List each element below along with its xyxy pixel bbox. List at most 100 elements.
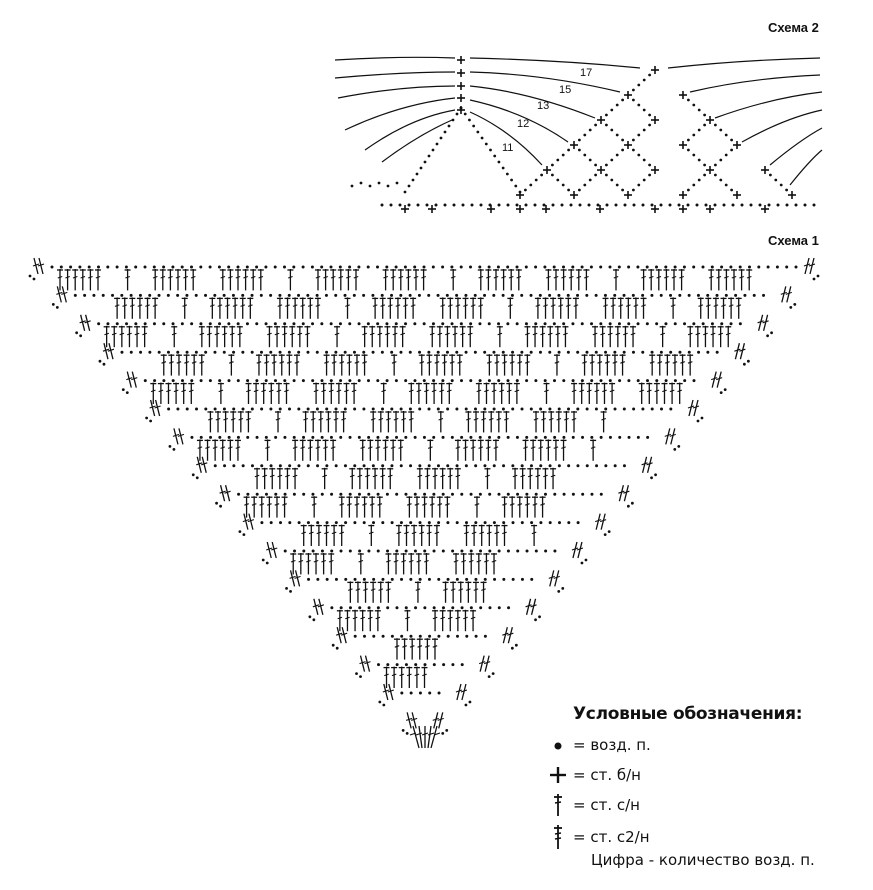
chain-dot [469, 435, 473, 439]
chain-dot [558, 521, 562, 525]
single-crochet-mark [651, 66, 659, 74]
chain-dot [556, 158, 560, 162]
right-edge-stitches [548, 570, 565, 593]
chain-dot [292, 322, 296, 326]
chain-dot [562, 379, 566, 383]
chain-dot [172, 448, 176, 451]
chain-dot [724, 153, 728, 157]
double-crochet-mark [738, 269, 745, 291]
chain-dot [353, 634, 357, 638]
chain-arc [714, 91, 823, 119]
chain-dot [497, 379, 501, 383]
double-crochet-mark [470, 297, 477, 319]
chain-dot [306, 350, 310, 354]
chain-dot [567, 407, 571, 411]
double-crochet-mark [420, 269, 427, 291]
chain-dot [553, 492, 557, 496]
chain-dot [516, 549, 520, 553]
chain-dot [692, 265, 696, 269]
chain-dot [143, 379, 147, 383]
chain-dot [483, 464, 487, 468]
double-crochet-mark [429, 496, 436, 518]
chain-dot [548, 293, 552, 297]
chain-dot [660, 407, 664, 411]
chain-dot [222, 293, 226, 297]
chain-dot [542, 203, 546, 207]
double-crochet-mark [314, 439, 321, 461]
chain-dot [472, 124, 476, 128]
chain-dot [344, 577, 348, 581]
chain-dot [138, 293, 142, 297]
chain-dot [673, 379, 677, 383]
double-crochet-mark [746, 269, 753, 291]
chain-dot [432, 379, 436, 383]
chain-dot [758, 203, 762, 207]
chain-dot [415, 172, 419, 176]
chain-dot [446, 464, 450, 468]
double-crochet-mark [271, 354, 278, 376]
chain-dot [283, 265, 286, 269]
single-crochet-mark [457, 69, 465, 77]
chain-dot [320, 492, 324, 496]
chain-dot [594, 350, 598, 354]
chain-dot [697, 178, 701, 182]
chain-dot [353, 464, 357, 468]
chain-dot [98, 359, 102, 363]
chain-dot [413, 435, 417, 439]
chain-dot [551, 163, 554, 167]
double-crochet-mark [427, 439, 434, 461]
legend-item-label: = возд. п. [573, 736, 651, 754]
double-crochet-mark [442, 581, 449, 603]
double-crochet-mark [663, 269, 670, 291]
double-crochet-mark [426, 354, 433, 376]
chain-dot [465, 634, 469, 638]
chain-dot [478, 322, 482, 326]
chain-dot [191, 473, 195, 477]
chain-dot [614, 203, 618, 207]
chain-dot [283, 379, 287, 383]
double-crochet-mark [150, 382, 157, 404]
double-crochet-mark [370, 411, 377, 433]
chain-dot [510, 646, 514, 650]
chain-dot [330, 606, 334, 610]
chain-dot [376, 549, 380, 553]
chain-dot [501, 293, 505, 297]
double-crochet-mark [385, 553, 392, 575]
chain-dot [627, 379, 631, 383]
double-crochet-mark [553, 269, 559, 291]
double-crochet-mark [283, 382, 290, 404]
double-crochet-mark [369, 325, 376, 348]
double-crochet-mark [284, 467, 291, 490]
chain-dot [553, 435, 557, 439]
chain-dot [348, 435, 352, 439]
double-crochet-mark [477, 297, 484, 319]
chain-dot [357, 379, 361, 383]
chain-dot [255, 265, 259, 269]
chain-dot [659, 350, 663, 354]
chain-dot [623, 203, 627, 207]
chain-dot [501, 350, 505, 354]
double-crochet-mark [460, 553, 467, 575]
chain-dot [673, 322, 677, 326]
chain-dot [274, 435, 278, 439]
chain-dot [734, 293, 738, 297]
right-edge-stitches [780, 286, 797, 309]
chain-dot [446, 521, 450, 525]
chain-dot [432, 492, 436, 496]
chain-dot [622, 464, 626, 468]
double-crochet-mark [292, 297, 299, 319]
double-crochet-mark [454, 439, 461, 461]
chain-dot [683, 322, 687, 326]
double-crochet-mark [395, 524, 402, 546]
double-crochet-mark [426, 524, 433, 546]
double-crochet-mark [234, 439, 241, 461]
double-crochet-mark [180, 382, 187, 404]
chain-dot [470, 203, 474, 207]
chain-dot [436, 464, 440, 468]
chain-dot [567, 464, 571, 468]
double-crochet-mark [560, 439, 567, 461]
chain-dot [399, 407, 403, 411]
chain-dot [468, 700, 472, 704]
chain-dot [376, 435, 380, 439]
chain-dot [227, 379, 231, 383]
